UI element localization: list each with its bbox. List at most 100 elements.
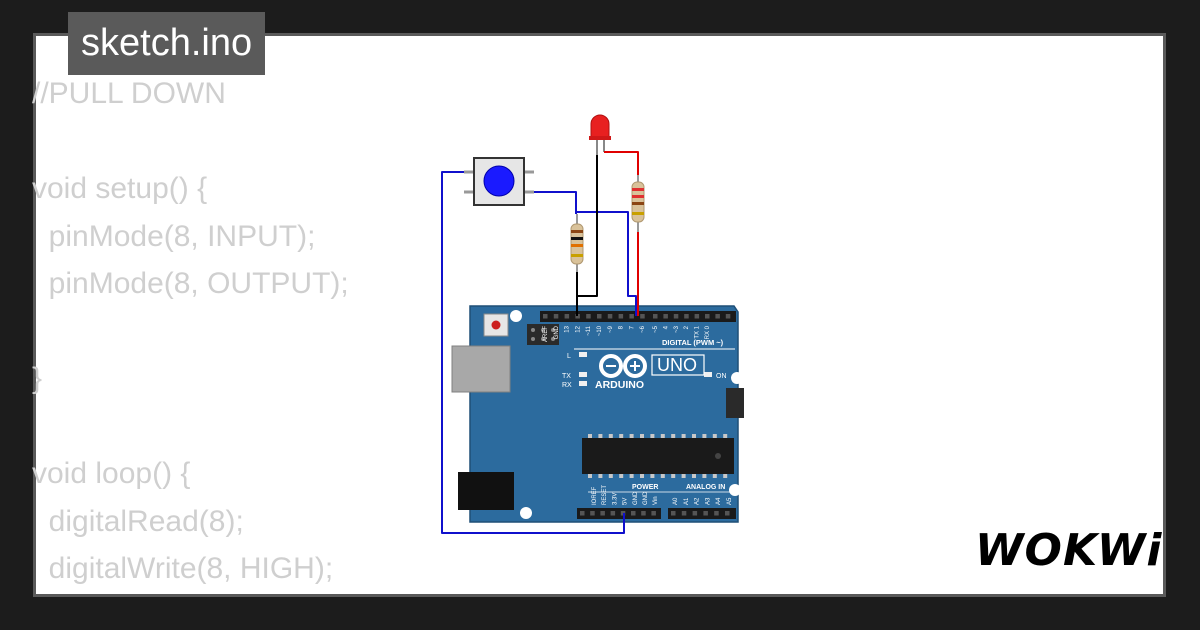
- pin-label: A4: [716, 497, 722, 505]
- power-header-label: POWER: [632, 484, 658, 491]
- usb-connector: [451, 345, 511, 393]
- header-pin[interactable]: [653, 314, 658, 319]
- header-pin[interactable]: [564, 314, 570, 319]
- header-pin[interactable]: [590, 511, 595, 516]
- pin-label: ~9: [608, 325, 614, 333]
- pin-label: 12: [575, 325, 581, 332]
- pin-label: Vin: [653, 496, 659, 505]
- header-pin[interactable]: [692, 511, 698, 516]
- header-pin[interactable]: [651, 511, 656, 516]
- header-pin[interactable]: [629, 314, 634, 319]
- pin-label: A0: [673, 497, 679, 505]
- code-line: }: [32, 362, 43, 395]
- header-pin[interactable]: [600, 511, 605, 516]
- header-pin[interactable]: [684, 314, 689, 319]
- mounting-hole: [510, 310, 522, 322]
- header-pin[interactable]: [663, 314, 668, 319]
- dc-power-jack: [458, 472, 514, 510]
- header-pin[interactable]: [681, 511, 687, 516]
- led-l: [579, 352, 587, 357]
- header-pin[interactable]: [543, 314, 548, 319]
- mounting-hole: [731, 372, 743, 384]
- mounting-hole: [520, 507, 532, 519]
- mounting-hole: [729, 484, 741, 496]
- digital-header-label: DIGITAL (PWM ~): [662, 338, 724, 347]
- pin-label: 2: [684, 325, 690, 329]
- pin-label: ~6: [640, 325, 646, 333]
- header-pin[interactable]: [714, 511, 719, 516]
- file-tab[interactable]: sketch.ino: [68, 12, 266, 75]
- pin-label: ~5: [653, 325, 659, 333]
- code-line: digitalRead(8);: [32, 504, 244, 538]
- wire-blue-5v[interactable]: [441, 171, 625, 534]
- atmega-chip: [582, 438, 734, 474]
- header-pin[interactable]: [641, 511, 646, 516]
- pin-label: 8: [619, 325, 625, 329]
- pin-label: A3: [705, 497, 711, 505]
- header-pin[interactable]: [694, 314, 700, 319]
- icsp-header-right: [726, 388, 744, 418]
- wire-blue-button-resistor[interactable]: [534, 191, 577, 214]
- header-pin[interactable]: [610, 511, 616, 516]
- analog-header: [668, 508, 736, 519]
- pin-label: A1: [684, 497, 690, 505]
- pin-label: IOREF: [592, 486, 598, 505]
- pin-label: GND: [554, 325, 560, 339]
- code-editor[interactable]: //PULL DOWN void setup() { pinMode(8, INP…: [32, 70, 349, 593]
- resistor-button[interactable]: [570, 214, 584, 272]
- arduino-logo-symbols: [606, 361, 640, 371]
- header-pin[interactable]: [597, 314, 602, 319]
- header-pin[interactable]: [580, 511, 585, 516]
- pushbutton[interactable]: [464, 157, 534, 206]
- pin-label: ~11: [586, 325, 592, 335]
- code-line: pinMode(8, OUTPUT);: [32, 267, 349, 300]
- led-tx: [579, 372, 587, 377]
- header-pin[interactable]: [607, 314, 613, 319]
- pin-label: 13: [565, 325, 571, 332]
- model-label: UNO: [657, 355, 697, 375]
- pin-label: 5V: [623, 498, 629, 505]
- header-pin[interactable]: [705, 314, 710, 319]
- header-pin[interactable]: [640, 314, 645, 319]
- pin-label: A5: [727, 497, 733, 505]
- brand-label: ARDUINO: [595, 379, 644, 391]
- wire-red-led[interactable]: [604, 151, 639, 175]
- header-pin[interactable]: [631, 511, 636, 516]
- pin-label: 7: [629, 325, 635, 329]
- header-pin[interactable]: [575, 314, 580, 319]
- code-line: digitalWrite(8, HIGH);: [32, 552, 334, 585]
- header-pin[interactable]: [725, 511, 730, 516]
- pin-label: GND: [643, 491, 649, 505]
- power-header: [577, 508, 661, 519]
- header-pin[interactable]: [586, 314, 591, 319]
- wire-blue-pin8[interactable]: [577, 211, 637, 316]
- pushbutton-cap[interactable]: [483, 165, 515, 197]
- wokwi-logo: WOKWi: [975, 525, 1163, 576]
- code-line: void setup() {: [32, 172, 208, 205]
- header-pin[interactable]: [671, 511, 676, 516]
- led-label-on: ON: [716, 373, 727, 380]
- pin-label: RX 0: [705, 325, 711, 339]
- arduino-logo-icon: [599, 354, 647, 378]
- led-on: [704, 372, 712, 377]
- header-pin[interactable]: [725, 314, 731, 319]
- header-pin[interactable]: [715, 314, 720, 319]
- led-label-tx: TX: [562, 373, 571, 380]
- pin-label: TX 1: [695, 325, 701, 338]
- pin-label: RESET: [602, 485, 608, 505]
- code-line: pinMode(8, INPUT);: [32, 219, 316, 253]
- code-line: //PULL DOWN: [32, 77, 226, 110]
- pin-label: 3.3V: [612, 493, 618, 505]
- header-pin[interactable]: [703, 511, 708, 516]
- header-pin[interactable]: [618, 314, 624, 319]
- model-label-box: [651, 354, 705, 376]
- resistor-led[interactable]: [631, 175, 645, 232]
- pin-label: ~3: [674, 325, 680, 333]
- header-pin[interactable]: [553, 314, 559, 319]
- red-led[interactable]: [589, 114, 611, 155]
- header-pin[interactable]: [673, 314, 679, 319]
- led-rx: [579, 381, 587, 386]
- wire-black-gnd[interactable]: [576, 155, 598, 316]
